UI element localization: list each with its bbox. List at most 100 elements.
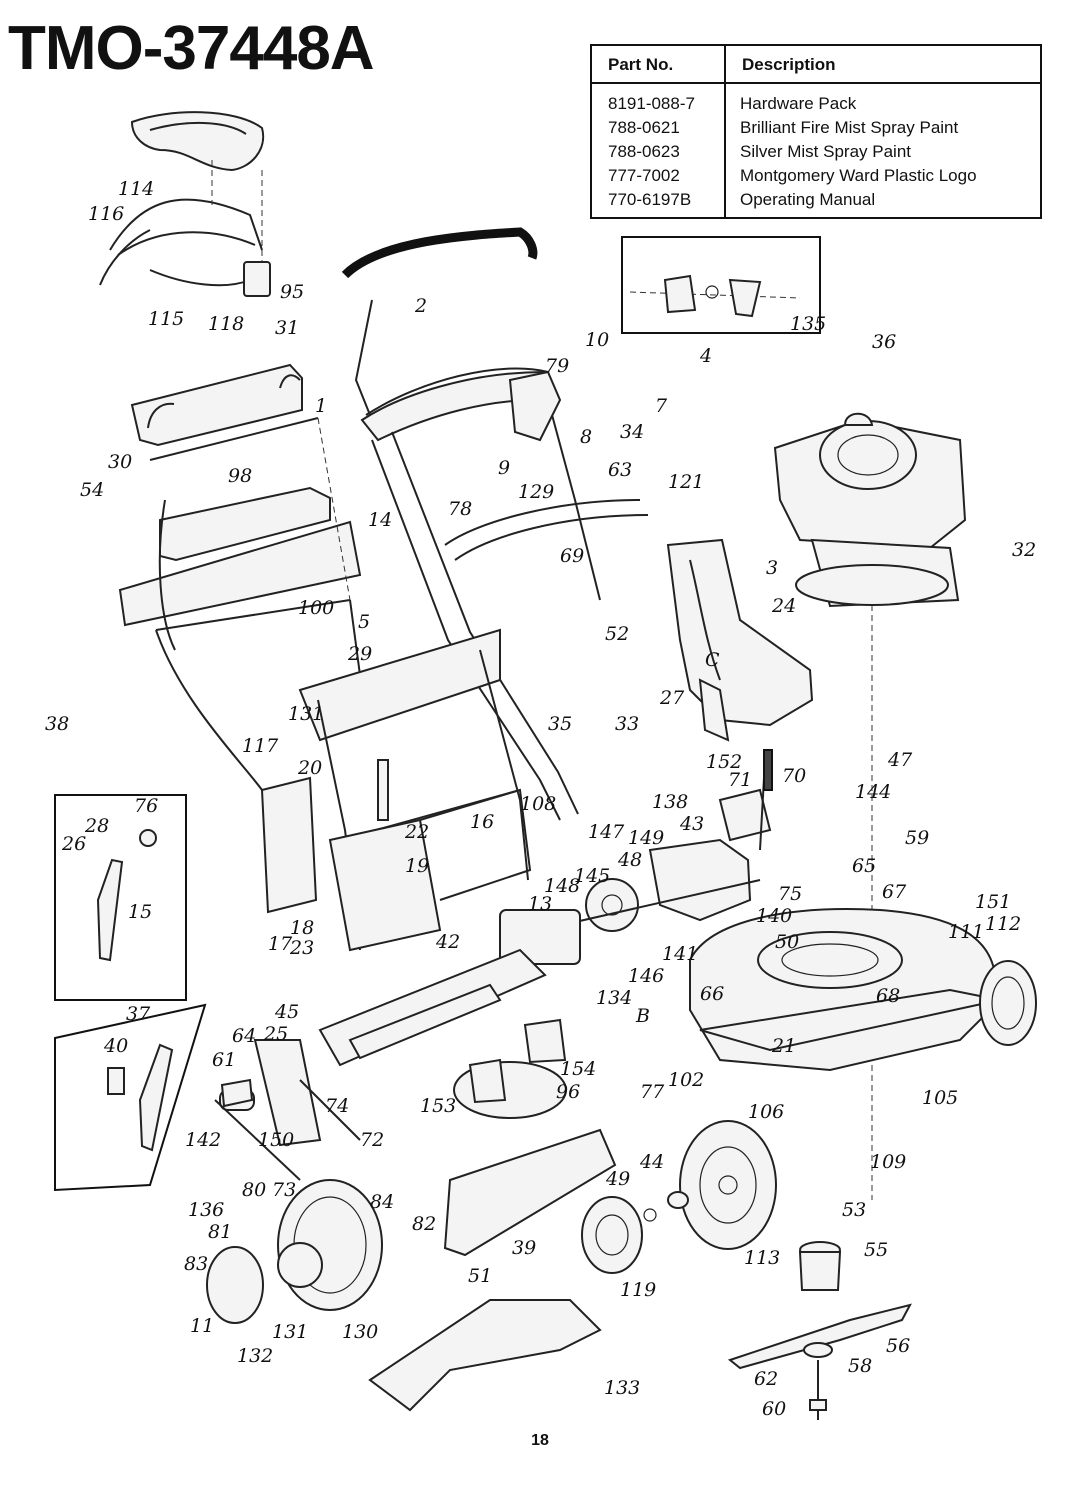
callout: 78 xyxy=(448,498,472,520)
callout: 55 xyxy=(864,1239,888,1261)
callout: 66 xyxy=(700,983,724,1005)
callout: 4 xyxy=(699,345,712,367)
callout: 140 xyxy=(756,905,792,927)
blade-assembly xyxy=(727,1241,912,1420)
callout: 20 xyxy=(297,757,322,779)
callout: 61 xyxy=(212,1049,236,1071)
callout: 62 xyxy=(754,1368,778,1390)
table-row: 788-0623 Silver Mist Spray Paint xyxy=(591,139,1041,163)
callout: 130 xyxy=(342,1321,378,1343)
callout: 135 xyxy=(790,313,826,335)
callout: 7 xyxy=(655,395,668,417)
column-header-description: Description xyxy=(725,45,1041,84)
front-wheels xyxy=(581,1120,777,1274)
callout: 131 xyxy=(288,703,324,725)
column-header-part-no: Part No. xyxy=(591,45,726,84)
callout: 50 xyxy=(775,931,799,953)
callout: 60 xyxy=(762,1398,786,1420)
callout: 54 xyxy=(80,479,104,501)
callout: 10 xyxy=(585,329,609,351)
table-row: 770-6197B Operating Manual xyxy=(591,187,1041,218)
part-number-cell: 788-0621 xyxy=(591,115,726,139)
description-cell: Montgomery Ward Plastic Logo xyxy=(740,166,977,185)
callout: 15 xyxy=(128,901,152,923)
handle-assembly xyxy=(341,227,649,821)
callout: 102 xyxy=(668,1069,704,1091)
callout: 115 xyxy=(148,308,184,330)
callout: 43 xyxy=(679,813,704,835)
callout: 138 xyxy=(652,791,688,813)
callout: 119 xyxy=(620,1279,656,1301)
callout: 5 xyxy=(358,611,370,633)
callout: 2 xyxy=(414,295,427,317)
callout: 151 xyxy=(975,891,1011,913)
callout: 82 xyxy=(412,1213,436,1235)
callout: 71 xyxy=(728,769,752,791)
callout: 116 xyxy=(88,203,124,225)
callout: 3 xyxy=(766,557,778,579)
callout: 132 xyxy=(237,1345,273,1367)
callout: 106 xyxy=(748,1101,784,1123)
callout: 118 xyxy=(208,313,244,335)
callout: 24 xyxy=(771,595,796,617)
mower-deck xyxy=(689,908,1037,1072)
callout: 121 xyxy=(668,471,704,493)
chute-deflector xyxy=(666,538,814,742)
page-number: 18 xyxy=(531,1432,549,1449)
description-cell: Silver Mist Spray Paint xyxy=(740,142,911,161)
callout: 64 xyxy=(232,1025,256,1047)
table-row: 8191-088-7 Hardware Pack xyxy=(591,83,1041,115)
callout: 14 xyxy=(368,509,392,531)
callout: 40 xyxy=(103,1035,128,1057)
callout: 36 xyxy=(872,331,896,353)
table-row: 777-7002 Montgomery Ward Plastic Logo xyxy=(591,163,1041,187)
callout: 117 xyxy=(242,735,279,757)
callout: 136 xyxy=(188,1199,224,1221)
callout: 44 xyxy=(639,1151,664,1173)
callout: 11 xyxy=(190,1315,214,1337)
callout: 8 xyxy=(580,426,592,448)
callout: 79 xyxy=(545,355,569,377)
side-bracket xyxy=(214,1039,361,1181)
callout: 58 xyxy=(848,1355,872,1377)
inset-135 xyxy=(621,236,821,334)
callout: 45 xyxy=(274,1001,299,1023)
callout: 59 xyxy=(905,827,929,849)
callout: 32 xyxy=(1012,539,1036,561)
parts-table: Part No. Description 8191-088-7 Hardware… xyxy=(590,44,1042,219)
callout: 154 xyxy=(560,1058,596,1080)
callout: 77 xyxy=(640,1081,665,1103)
handle-bracket-frame xyxy=(298,628,532,952)
callout: 69 xyxy=(560,545,584,567)
callout: 147 xyxy=(588,821,625,843)
callout: 145 xyxy=(574,865,610,887)
inset-15-detail xyxy=(54,794,207,1192)
callout: 63 xyxy=(608,459,632,481)
callout: B xyxy=(635,1005,650,1027)
callout: 81 xyxy=(208,1221,232,1243)
description-cell: Hardware Pack xyxy=(740,94,857,113)
callout: C xyxy=(705,649,720,671)
callout: 35 xyxy=(548,713,572,735)
callout: 144 xyxy=(855,781,891,803)
part-number-cell: 8191-088-7 xyxy=(591,83,726,115)
callout: 83 xyxy=(184,1253,208,1275)
callout: 9 xyxy=(498,457,510,479)
callout: 27 xyxy=(659,687,685,709)
callout: 72 xyxy=(360,1129,384,1151)
callout: 42 xyxy=(435,931,460,953)
callout-labels: 114 116 95 115 118 31 2 135 10 79 4 7 36… xyxy=(45,178,1036,1420)
callout: 146 xyxy=(628,965,664,987)
callout: 33 xyxy=(615,713,639,735)
part-number-cell: 777-7002 xyxy=(591,163,726,187)
callout: 34 xyxy=(620,421,644,443)
callout: 98 xyxy=(228,465,252,487)
exploded-parts-diagram: 114 116 95 115 118 31 2 135 10 79 4 7 36… xyxy=(45,111,1037,1420)
callout: 153 xyxy=(420,1095,456,1117)
part-number-cell: 788-0623 xyxy=(591,139,726,163)
callout: 113 xyxy=(744,1247,780,1269)
callout: 56 xyxy=(886,1335,910,1357)
page-title: TMO-37448A xyxy=(8,14,375,83)
callout: 49 xyxy=(605,1168,630,1190)
callout: 74 xyxy=(325,1095,349,1117)
